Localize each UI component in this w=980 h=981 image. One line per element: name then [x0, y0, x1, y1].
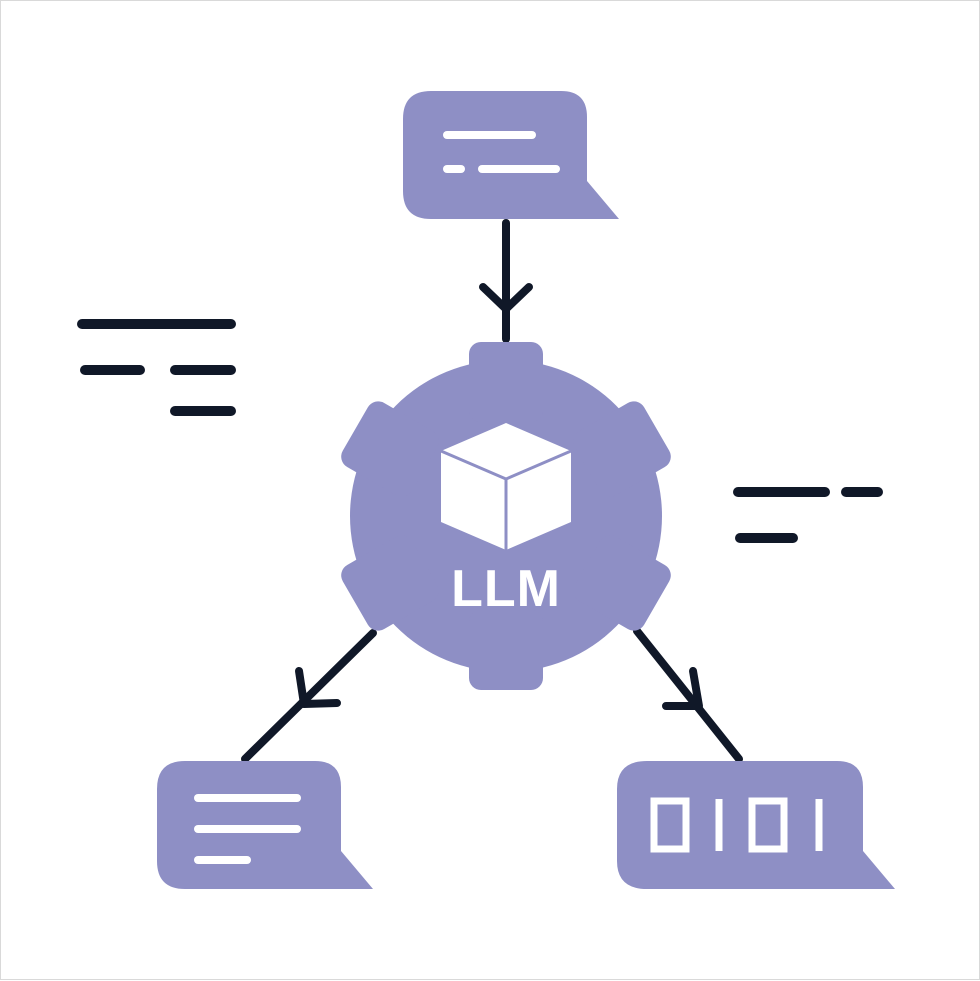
- input-message-bubble: [403, 91, 619, 219]
- digit-zero: [748, 797, 788, 853]
- arrow-llm-to-text-output: [241, 629, 377, 763]
- binary-output-bubble: [617, 761, 895, 889]
- decorative-lines-left: [77, 319, 236, 416]
- connector-line: [241, 629, 377, 763]
- llm-label: LLM: [451, 560, 561, 618]
- text-output-bubble: [157, 761, 373, 889]
- cube-icon: [440, 423, 572, 550]
- chat-bubble-icon: [403, 91, 619, 219]
- digit-zero: [650, 797, 690, 853]
- arrow-llm-to-binary-output: [633, 627, 743, 763]
- message-lines-icon: [443, 131, 560, 173]
- decorative-lines-right: [733, 487, 883, 543]
- arrow-input-to-llm: [479, 219, 533, 343]
- arrow-head: [295, 667, 341, 708]
- llm-gear: [341, 342, 671, 690]
- connector-line: [633, 627, 743, 763]
- binary-digits: [650, 797, 823, 853]
- binary-bubble-icon: [617, 761, 895, 889]
- arrow-head: [479, 283, 533, 313]
- message-lines-icon: [194, 794, 301, 864]
- arrow-head: [662, 667, 703, 710]
